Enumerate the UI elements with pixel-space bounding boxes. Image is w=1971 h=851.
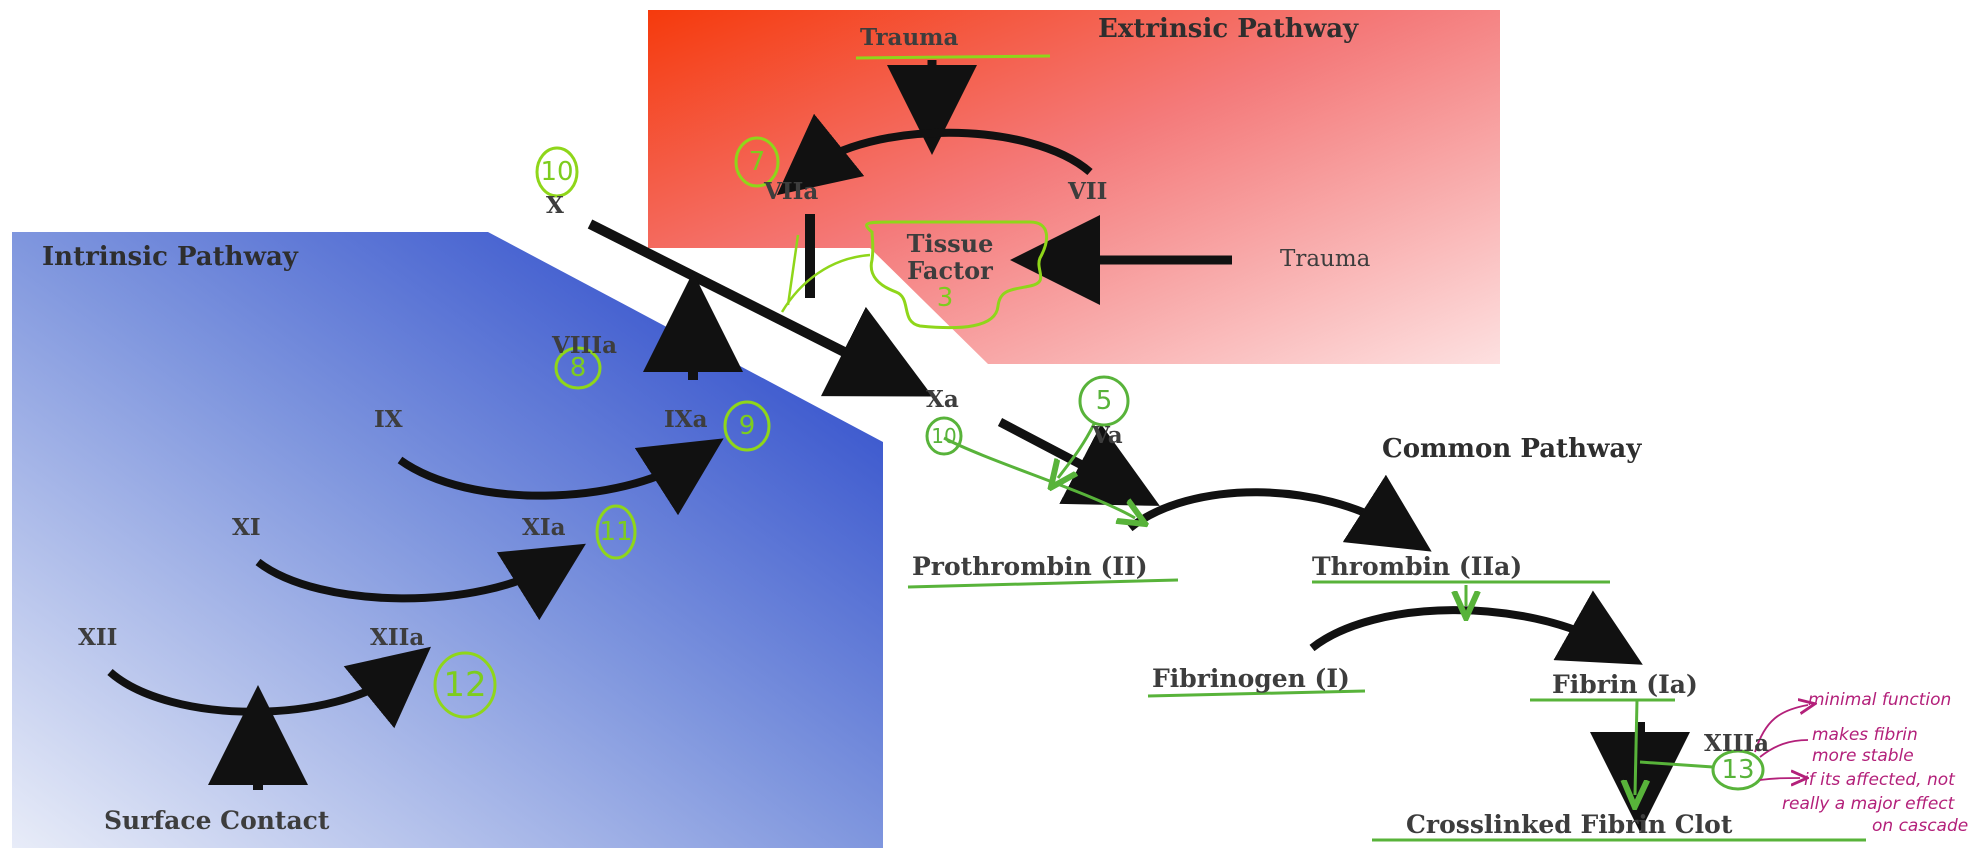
tissue-factor-line2: Factor	[907, 256, 993, 285]
note-line: if its affected, not	[1804, 770, 1955, 790]
surface-contact-label: Surface Contact	[104, 806, 330, 835]
factor-viia-label: VIIa	[764, 178, 819, 205]
note-line: on cascade	[1872, 816, 1969, 836]
note-line: more stable	[1812, 746, 1914, 766]
ink-markup	[907, 375, 1866, 842]
crosslinked-fibrin-clot-label: Crosslinked Fibrin Clot	[1406, 810, 1733, 839]
factor-ixa-label: IXa	[664, 406, 708, 433]
trauma-top-label: Trauma	[860, 24, 959, 51]
tissue-factor-label: Tissue Factor	[880, 230, 1020, 284]
prothrombin-label: Prothrombin (II)	[912, 552, 1148, 581]
note-line: makes fibrin	[1812, 725, 1918, 745]
annotation-number: 8	[569, 353, 587, 383]
factor-va-label: Va	[1092, 422, 1123, 449]
thrombin-label: Thrombin (IIa)	[1312, 552, 1523, 581]
factor-viiia-label: VIIIa	[552, 332, 618, 359]
fibrin-label: Fibrin (Ia)	[1552, 670, 1698, 699]
factor-xiiia-label: XIIIa	[1704, 730, 1770, 757]
annotation-number: 12	[443, 665, 487, 705]
annotation-number: 10	[931, 424, 957, 448]
note-arrows	[1754, 705, 1808, 780]
factor-xa-label: Xa	[926, 386, 959, 413]
annotation-number: 11	[599, 517, 633, 547]
factor-xiia-label: XIIa	[370, 624, 425, 651]
fibrinogen-label: Fibrinogen (I)	[1152, 664, 1350, 693]
intrinsic-panel	[12, 232, 883, 848]
common-pathway-title: Common Pathway	[1382, 434, 1642, 464]
tissue-factor-line1: Tissue	[906, 229, 994, 258]
factor-xia-label: XIa	[522, 514, 566, 541]
annotation-number: 10	[540, 157, 574, 187]
annotation-number: 7	[748, 147, 766, 177]
annotation-number: 13	[1721, 755, 1755, 785]
factor-ix-label: IX	[374, 406, 403, 433]
cascade-arrows	[107, 60, 1690, 832]
green-markup	[433, 54, 1051, 719]
annotation-number: 5	[1095, 386, 1113, 416]
factor-xi-label: XI	[232, 514, 261, 541]
annotation-number: 9	[738, 411, 756, 441]
extrinsic-panel	[648, 10, 1500, 364]
factor-vii-label: VII	[1068, 178, 1108, 205]
annotation-number: 3	[936, 283, 954, 313]
note-line: minimal function	[1808, 690, 1952, 710]
extrinsic-pathway-title: Extrinsic Pathway	[1098, 14, 1359, 44]
note-line: really a major effect	[1782, 794, 1955, 814]
intrinsic-pathway-title: Intrinsic Pathway	[42, 242, 298, 272]
factor-xii-label: XII	[78, 624, 118, 651]
trauma-right-label: Trauma	[1280, 246, 1371, 272]
factor-x-label: X	[546, 192, 564, 219]
